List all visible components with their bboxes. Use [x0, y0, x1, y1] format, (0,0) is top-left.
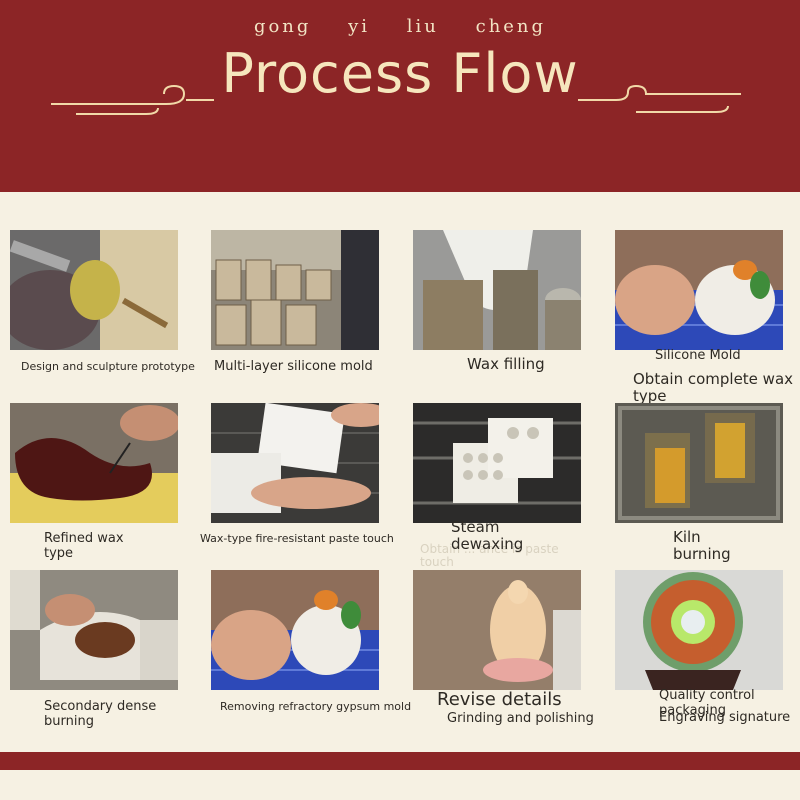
- step-caption: Design and sculpture prototype: [21, 360, 195, 373]
- step-caption: Secondary dense burning: [44, 699, 157, 729]
- step-caption: Silicone Mold: [655, 348, 741, 363]
- step-caption: Removing refractory gypsum mold: [220, 700, 412, 713]
- header-banner: gong yi liu cheng Process Flow: [0, 0, 800, 192]
- cloud-ornament-left-icon: [51, 84, 214, 115]
- step-caption: Steam dewaxing: [451, 518, 524, 553]
- step-photo-silicone-mold: [211, 230, 379, 350]
- step-photo-quality-control: [615, 570, 783, 690]
- step-photo-kiln: [615, 403, 783, 523]
- page-title: Process Flow: [221, 42, 579, 105]
- step-caption: Wax filling: [467, 355, 545, 373]
- cloud-ornament-right-icon: [578, 84, 741, 113]
- step-caption-secondary: Engraving signature: [659, 710, 791, 725]
- step-photo-steam-dewaxing: [413, 403, 581, 523]
- header-pinyin: gong yi liu cheng: [253, 16, 547, 37]
- step-caption: Quality control packaging: [659, 688, 755, 718]
- step-caption: Wax-type fire-resistant paste touch: [200, 532, 394, 545]
- step-photo-wax-filling: [413, 230, 581, 350]
- step-caption-secondary: Obtain complete wax type: [633, 370, 794, 405]
- step-photo-revise-details: [413, 570, 581, 690]
- step-photo-paste-touch: [211, 403, 379, 523]
- step-photo-silicone-mold-wax: [615, 230, 783, 350]
- step-photo-dense-burning: [10, 570, 178, 690]
- footer-band: [0, 752, 800, 770]
- step-caption-secondary: Grinding and polishing: [447, 711, 594, 726]
- step-caption: Refined wax type: [44, 531, 124, 561]
- step-photo-refined-wax: [10, 403, 178, 523]
- step-caption: Multi-layer silicone mold: [214, 359, 373, 374]
- step-caption-secondary: Obtain ... ance is paste touch: [420, 542, 559, 570]
- step-caption: Revise details: [437, 689, 562, 710]
- step-photo-removing-gypsum: [211, 570, 379, 690]
- step-photo-sculpture: [10, 230, 178, 350]
- step-caption: Kiln burning: [673, 528, 731, 563]
